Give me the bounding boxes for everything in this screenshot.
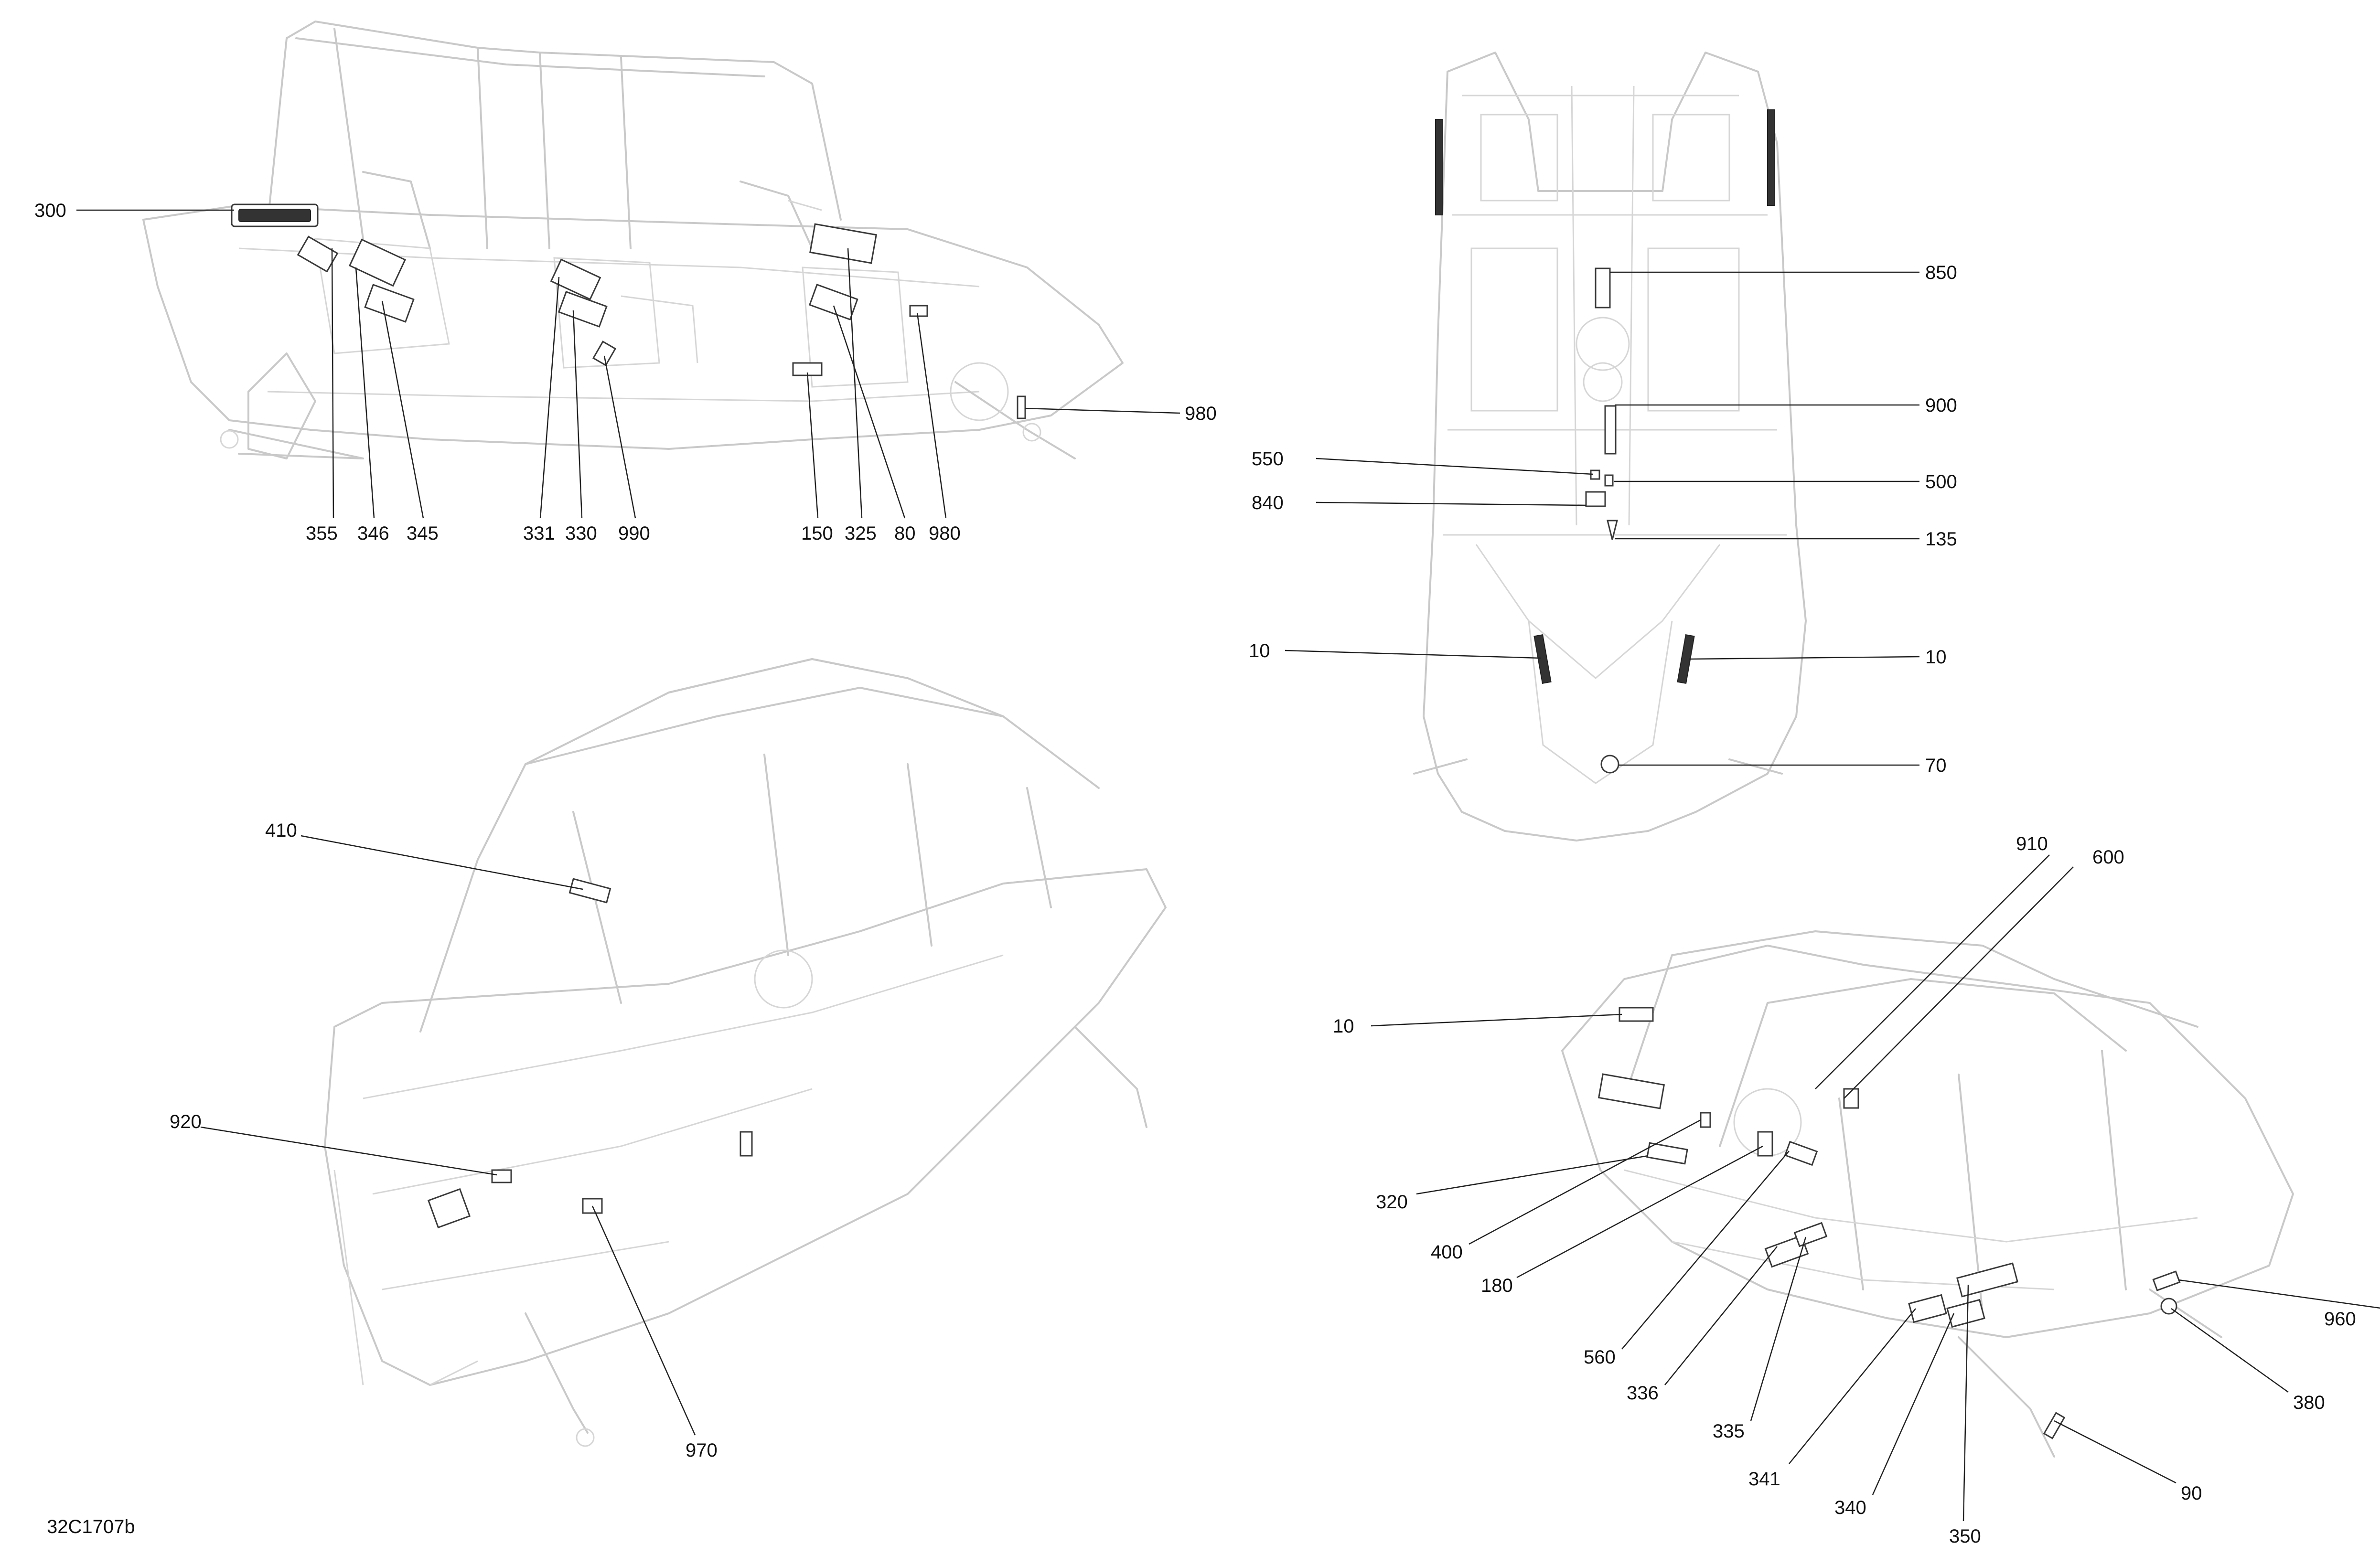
callout-label: 970 [686,1440,718,1461]
can-am-logo-decal [231,203,319,227]
callout-label: 90 [2181,1483,2202,1504]
callout-label: 150 [801,523,833,544]
callout-label: 980 [929,523,961,544]
callout-label: 330 [565,523,597,544]
side-view-callouts: 300 355 346 345 331 330 990 150 325 80 9… [34,200,1217,544]
callout-label: 180 [1481,1275,1513,1296]
callout-label: 560 [1584,1347,1616,1368]
callout-label: 910 [2016,833,2048,854]
callout-label: 345 [407,523,439,544]
callout-label: 850 [1925,262,1957,283]
callout-label: 990 [618,523,650,544]
callout-label: 70 [1925,755,1947,776]
callout-label: 920 [170,1111,202,1132]
callout-label: 400 [1431,1242,1463,1263]
callout-label: 960 [2324,1309,2356,1330]
callout-label: 10 [1925,647,1947,668]
rear-iso-callouts: 910 600 10 320 400 180 560 336 335 341 3… [1333,833,2380,1547]
top-view-vehicle [1413,52,1807,841]
callout-label: 336 [1627,1383,1659,1404]
callout-label: 300 [34,200,66,221]
callout-label: 325 [845,523,877,544]
callout-label: 900 [1925,395,1957,416]
callout-label: 840 [1252,492,1284,513]
front-iso-callouts: 410 920 970 [170,820,718,1461]
callout-label: 355 [306,523,338,544]
callout-label: 10 [1249,640,1270,661]
callout-label: 380 [2293,1392,2325,1413]
top-view-callouts: 850 900 550 500 840 135 10 10 70 [1249,262,1957,776]
figure-code: 32C1707b [47,1516,135,1537]
rear-iso-vehicle [1561,930,2294,1458]
callout-label: 340 [1834,1497,1866,1518]
callout-label: 80 [894,523,916,544]
callout-label: 600 [2092,847,2124,868]
callout-label: 135 [1925,529,1957,550]
callout-label: 350 [1949,1526,1981,1547]
callout-label: 10 [1333,1016,1354,1037]
callout-label: 346 [357,523,389,544]
callout-label: 341 [1748,1469,1780,1490]
callout-label: 550 [1252,448,1284,469]
callout-label: 320 [1376,1192,1408,1213]
callout-label: 331 [523,523,555,544]
callout-label: 980 [1185,403,1217,424]
callout-label: 335 [1713,1421,1745,1442]
front-iso-vehicle [324,658,1167,1447]
callout-label: 500 [1925,471,1957,492]
side-view-vehicle [142,21,1124,459]
callout-label: 410 [265,820,297,841]
